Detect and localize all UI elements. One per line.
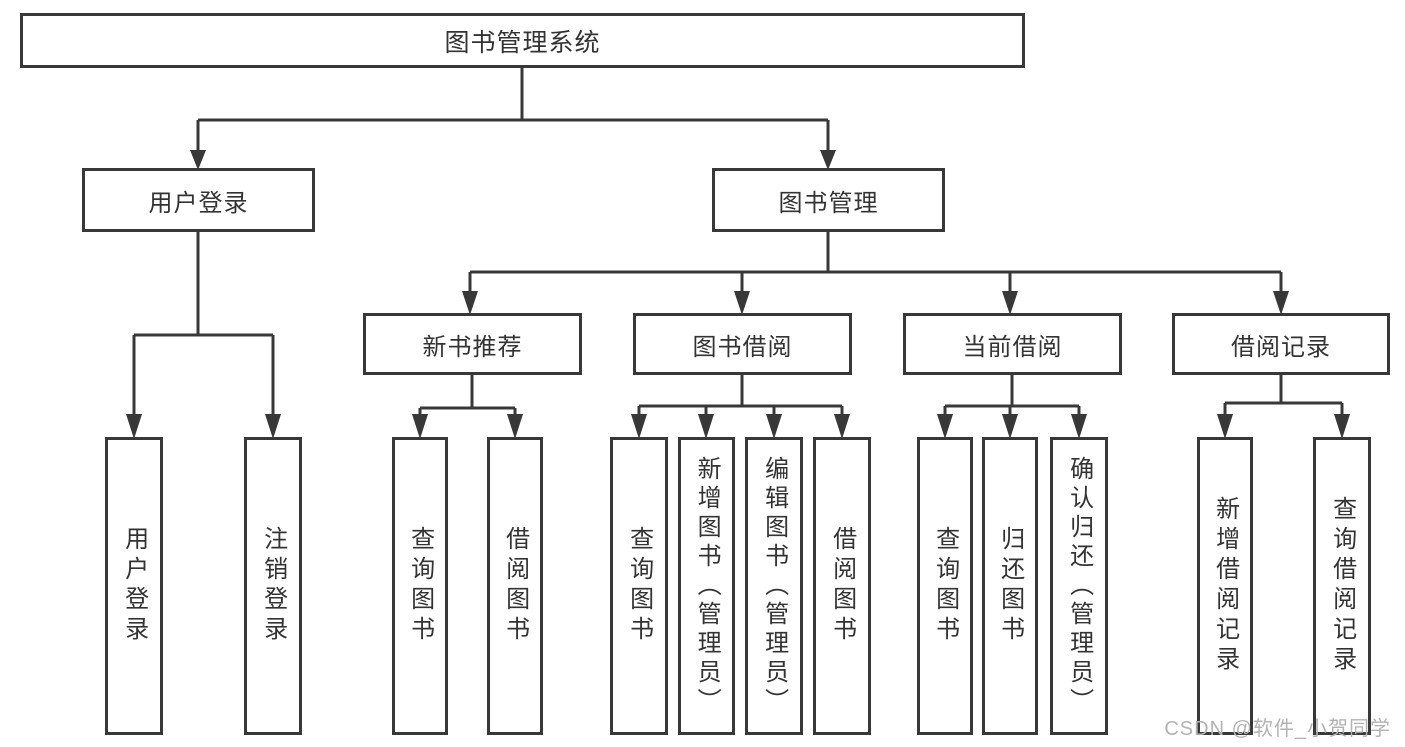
node-root: 图书管理系统 [20, 13, 1025, 68]
csdn-watermark: CSDN @软件_小贺同学 [1164, 718, 1391, 740]
node-leaf-bb-query-books: 查询图书 [610, 437, 668, 735]
node-leaf-br-add-record: 新增借阅记录 [1197, 437, 1253, 735]
node-leaf-cb-query-books: 查询图书 [917, 437, 973, 735]
node-book-borrow: 图书借阅 [633, 313, 852, 375]
node-borrow-records-label: 借阅记录 [1231, 333, 1331, 361]
node-leaf-bb-edit-books-admin-label: 编辑图书（管理员） [760, 455, 788, 717]
node-leaf-bb-add-books-admin-label: 新增图书（管理员） [693, 455, 721, 717]
connector-root-to-level2 [190, 68, 836, 170]
node-user-login: 用户登录 [82, 168, 315, 232]
node-leaf-bb-borrow-books: 借阅图书 [813, 437, 871, 735]
node-user-login-label: 用户登录 [148, 189, 249, 217]
node-leaf-cb-return-books-label: 归还图书 [996, 526, 1024, 646]
connector-borrow-records-children [1217, 375, 1350, 439]
node-leaf-user-login: 用户登录 [105, 437, 163, 735]
connector-user-login-children [126, 232, 281, 439]
node-borrow-records: 借阅记录 [1172, 313, 1390, 375]
node-book-mgmt: 图书管理 [712, 168, 945, 232]
node-new-book-rec-label: 新书推荐 [422, 333, 523, 361]
node-leaf-bb-borrow-books-label: 借阅图书 [828, 526, 856, 646]
node-leaf-bb-add-books-admin: 新增图书（管理员） [678, 437, 735, 735]
node-leaf-br-add-record-label: 新增借阅记录 [1211, 496, 1239, 676]
node-leaf-bb-edit-books-admin: 编辑图书（管理员） [745, 437, 803, 735]
node-leaf-logout: 注销登录 [244, 437, 302, 735]
node-root-label: 图书管理系统 [444, 28, 601, 57]
node-leaf-cb-query-books-label: 查询图书 [931, 526, 959, 646]
connector-new-book-rec-children [412, 375, 523, 439]
connector-current-borrow-children [937, 375, 1087, 439]
node-leaf-cb-return-books: 归还图书 [982, 437, 1038, 735]
node-book-borrow-label: 图书借阅 [692, 333, 793, 361]
node-leaf-cb-confirm-return-admin: 确认归还（管理员） [1050, 437, 1108, 735]
node-leaf-rec-borrow-books-label: 借阅图书 [501, 526, 529, 646]
node-current-borrow-label: 当前借阅 [962, 333, 1063, 361]
node-leaf-logout-label: 注销登录 [259, 526, 287, 646]
connector-book-borrow-children [631, 375, 850, 439]
node-current-borrow: 当前借阅 [903, 313, 1122, 375]
connector-book-mgmt-children [462, 232, 1289, 315]
node-leaf-bb-query-books-label: 查询图书 [625, 526, 653, 646]
node-leaf-user-login-label: 用户登录 [120, 526, 148, 646]
node-leaf-rec-borrow-books: 借阅图书 [487, 437, 543, 735]
node-leaf-rec-query-books: 查询图书 [392, 437, 448, 735]
node-leaf-br-query-record-label: 查询借阅记录 [1328, 496, 1356, 676]
node-leaf-cb-confirm-return-admin-label: 确认归还（管理员） [1065, 455, 1093, 717]
node-book-mgmt-label: 图书管理 [778, 189, 879, 217]
node-leaf-rec-query-books-label: 查询图书 [406, 526, 434, 646]
node-leaf-br-query-record: 查询借阅记录 [1313, 437, 1371, 735]
node-new-book-rec: 新书推荐 [363, 313, 582, 375]
